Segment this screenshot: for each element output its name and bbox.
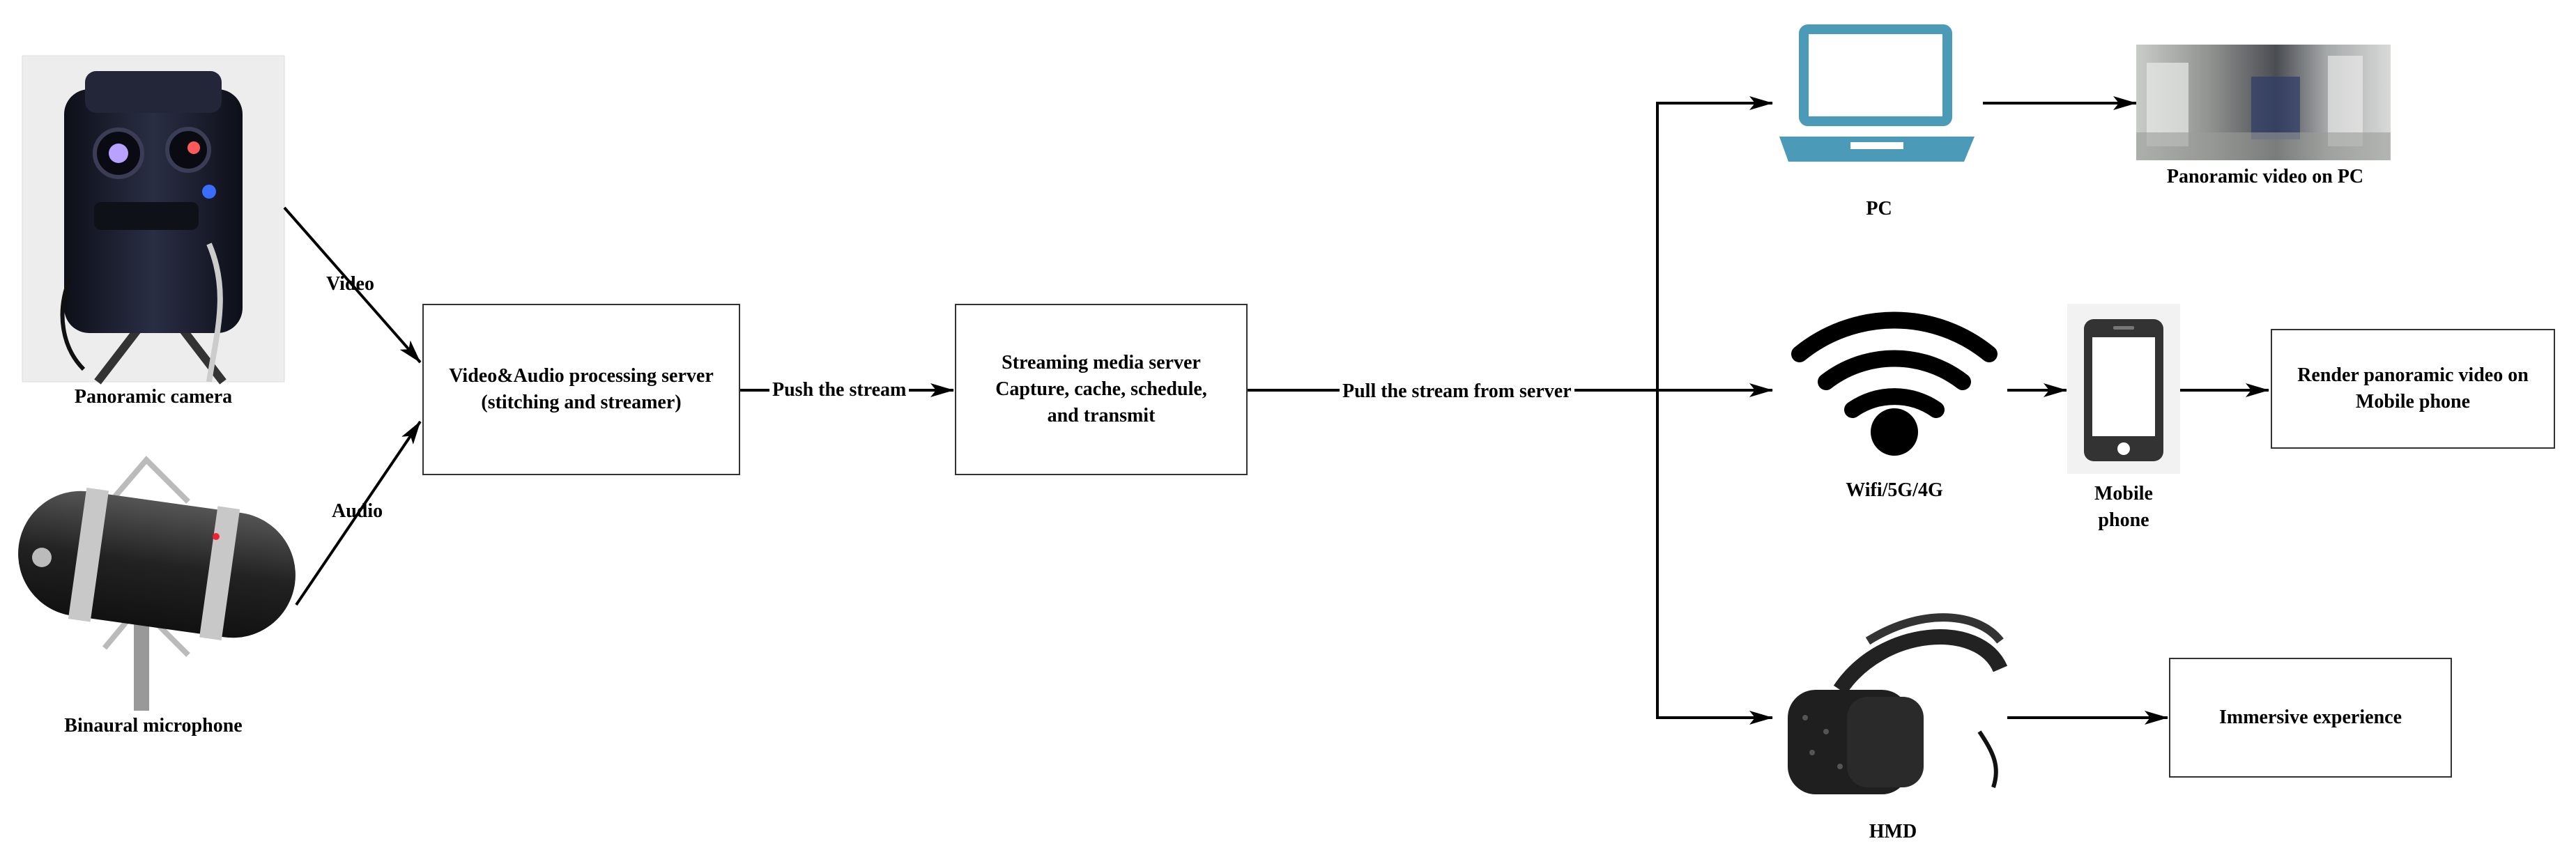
binaural-microphone-image [18, 456, 296, 711]
hmd-label: HMD [1869, 821, 1917, 842]
pc-label: PC [1866, 198, 1892, 219]
microphone-label: Binaural microphone [64, 715, 243, 736]
processing-server-title: Video&Audio processing server [449, 365, 714, 387]
mobile-output-line1: Render panoramic video on [2297, 364, 2529, 387]
processing-server-box: Video&Audio processing server (stitching… [422, 304, 740, 475]
hmd-output-text: Immersive experience [2219, 707, 2402, 729]
mobile-output-box: Render panoramic video on Mobile phone [2271, 329, 2555, 449]
wifi-icon [1791, 311, 1998, 456]
panoramic-video-thumbnail [2136, 45, 2391, 160]
mobile-output-line2: Mobile phone [2355, 391, 2471, 412]
wifi-label: Wifi/5G/4G [1846, 479, 1943, 501]
hmd-output-box: Immersive experience [2169, 658, 2452, 778]
video-arrow [283, 206, 422, 364]
laptop-icon [1779, 24, 1975, 162]
audio-arrow [295, 420, 422, 606]
mobile-label: Mobile phone [2094, 483, 2153, 531]
streaming-server-line2: Capture, cache, schedule, [995, 378, 1207, 401]
push-edge-label: Push the stream [769, 379, 910, 401]
streaming-server-line3: and transmit [1047, 404, 1156, 426]
camera-label: Panoramic camera [74, 386, 233, 408]
mobile-phone-icon [2067, 304, 2180, 474]
panoramic-camera-image [22, 55, 285, 385]
video-edge-label: Video [326, 273, 374, 295]
hmd-image [1788, 613, 2008, 794]
audio-edge-label: Audio [332, 500, 383, 522]
pull-edge-label: Pull the stream from server [1340, 380, 1574, 402]
pc-output-label: Panoramic video on PC [2166, 166, 2364, 187]
processing-server-subtitle: (stitching and streamer) [481, 392, 682, 413]
streaming-server-box: Streaming media server Capture, cache, s… [955, 304, 1248, 475]
streaming-server-title: Streaming media server [1002, 352, 1201, 374]
